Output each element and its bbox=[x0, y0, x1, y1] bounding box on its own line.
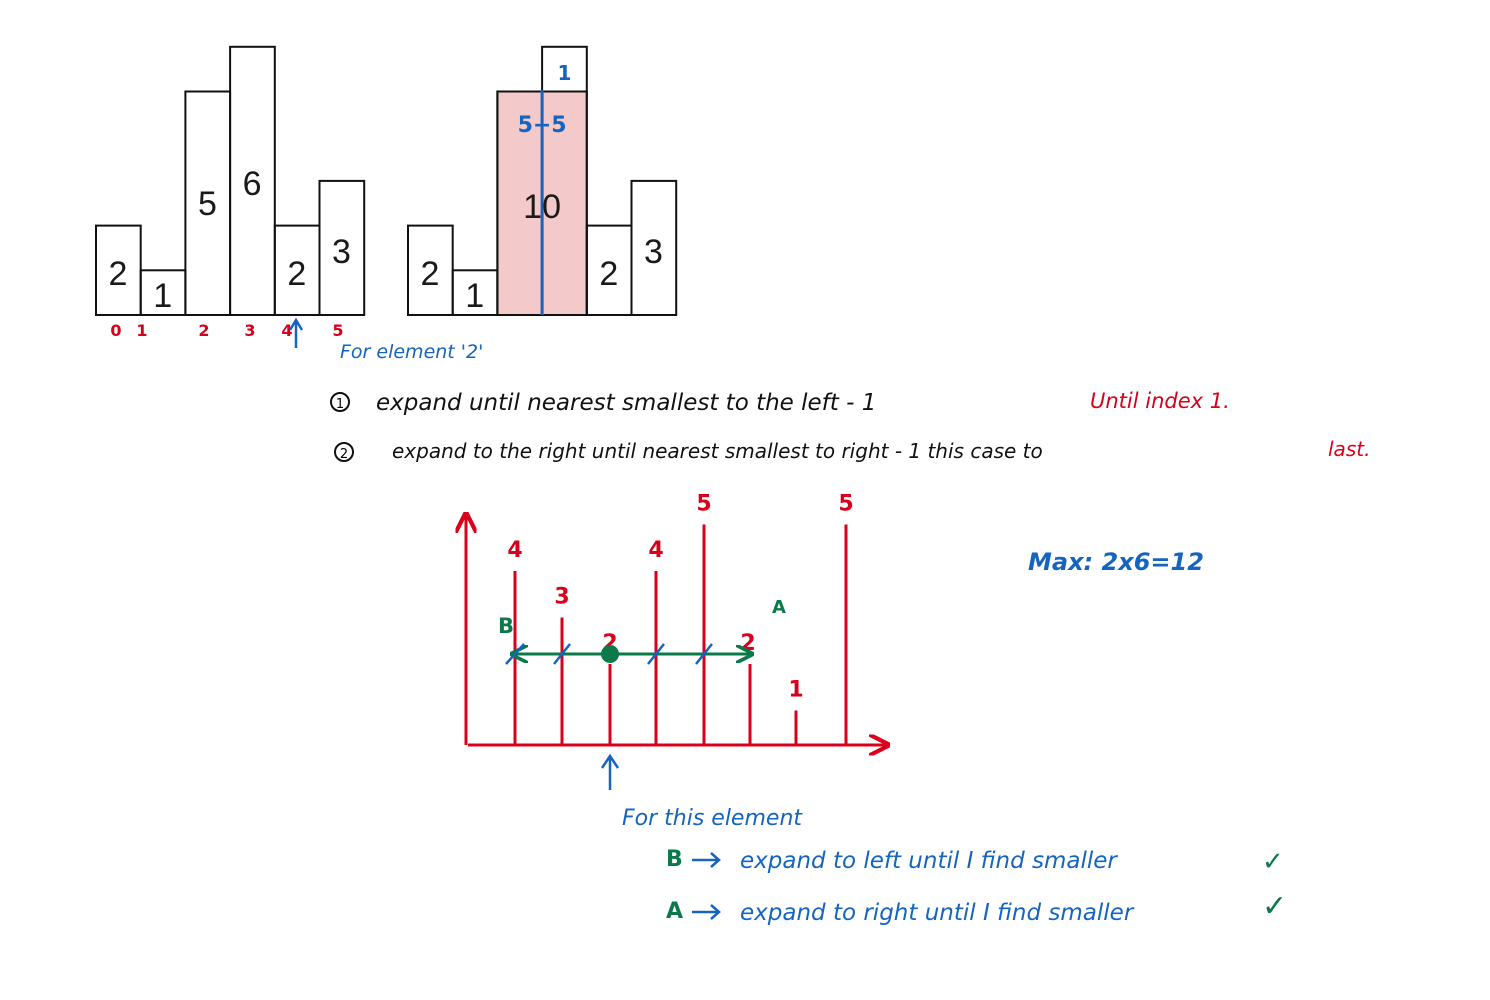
explanation-a: A expand to right until I find smaller ✓ bbox=[666, 889, 1287, 926]
top-mark: 1 bbox=[557, 61, 571, 85]
up-arrow-icon bbox=[288, 317, 304, 348]
index-label: 1 bbox=[136, 321, 147, 340]
left-hist-bar-label: 5 bbox=[198, 185, 217, 223]
index-label: 3 bbox=[244, 321, 255, 340]
split-label: 5+5 bbox=[518, 113, 567, 138]
element-annotation: For element '2' bbox=[340, 341, 483, 363]
step-1-number: 1 bbox=[336, 397, 344, 412]
step-2-note: last. bbox=[1328, 437, 1370, 461]
left-hist-bar-label: 2 bbox=[109, 255, 128, 293]
up-arrow-icon bbox=[600, 753, 620, 790]
step-2-text: expand to the right until nearest smalle… bbox=[392, 439, 1043, 463]
max-area-text: Max: 2x6=12 bbox=[1028, 548, 1204, 576]
right-hist-bar-label: 3 bbox=[644, 233, 663, 271]
step-1-text: expand until nearest smallest to the lef… bbox=[376, 390, 876, 416]
line-bar-label: 5 bbox=[838, 492, 853, 517]
current-element-dot bbox=[601, 645, 619, 663]
tick-mark bbox=[553, 643, 571, 665]
left-hist-bar-label: 6 bbox=[243, 165, 262, 203]
explanation-b-key: B bbox=[666, 847, 683, 872]
left-hist-bar-label: 3 bbox=[332, 233, 351, 271]
tick-mark bbox=[505, 643, 525, 665]
check-icon: ✓ bbox=[1262, 847, 1284, 877]
step-2: 2 expand to the right until nearest smal… bbox=[334, 437, 1370, 463]
index-label: 2 bbox=[198, 321, 209, 340]
line-bar-label: 2 bbox=[740, 631, 755, 656]
diagram-caption: For this element bbox=[622, 806, 803, 831]
right-arrow-icon bbox=[692, 852, 721, 868]
right-hist-bar-label: 2 bbox=[421, 255, 440, 293]
line-bar-label: 4 bbox=[507, 538, 522, 563]
left-hist-bar-label: 2 bbox=[287, 255, 306, 293]
step-2-circle-icon bbox=[334, 442, 354, 462]
left-hist-bar bbox=[318, 179, 366, 316]
line-bar-label: 1 bbox=[788, 678, 803, 703]
left-hist-bar bbox=[229, 45, 276, 317]
step-1: 1 expand until nearest smallest to the l… bbox=[330, 389, 1230, 416]
step-1-circle-icon bbox=[330, 392, 350, 412]
index-label: 0 bbox=[110, 321, 121, 340]
left-hist-bar-label: 1 bbox=[153, 277, 172, 315]
explanation-b: B expand to left until I find smaller ✓ bbox=[666, 847, 1284, 877]
explanation-a-text: expand to right until I find smaller bbox=[740, 900, 1135, 926]
index-label: 5 bbox=[332, 321, 343, 340]
right-hist-bar bbox=[630, 179, 678, 316]
right-hist-bar-label: 2 bbox=[599, 255, 618, 293]
line-bar-label: 4 bbox=[648, 538, 663, 563]
explanation-b-text: expand to left until I find smaller bbox=[740, 848, 1118, 874]
explanation-a-key: A bbox=[666, 899, 683, 924]
step-2-number: 2 bbox=[340, 447, 348, 462]
tick-mark bbox=[647, 643, 665, 665]
right-hist-bar-label: 1 bbox=[465, 277, 484, 315]
right-marker-a: A bbox=[772, 597, 786, 618]
right-arrow-icon bbox=[692, 904, 721, 920]
left-marker-b: B bbox=[498, 614, 514, 638]
line-bar-label: 3 bbox=[554, 585, 569, 610]
step-1-note: Until index 1. bbox=[1090, 389, 1230, 413]
check-icon: ✓ bbox=[1262, 889, 1287, 924]
expansion-ticks bbox=[505, 643, 713, 665]
tick-mark bbox=[695, 643, 713, 665]
index-label: 4 bbox=[281, 321, 292, 340]
line-bar-label: 5 bbox=[696, 492, 711, 517]
highlight-area-label: 10 bbox=[523, 188, 561, 226]
